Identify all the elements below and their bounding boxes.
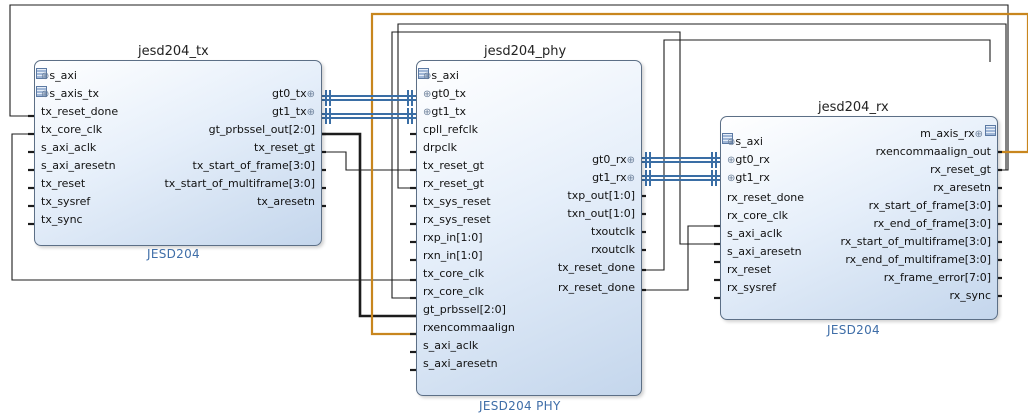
tx-port-s-axi-aresetn[interactable]: s_axi_aresetn [41, 159, 116, 172]
tx-port-s-axis-tx[interactable]: ⊕s_axis_tx [41, 87, 99, 100]
phy-port-s-axi[interactable]: ⊕s_axi [423, 69, 459, 82]
tx-port-tx-core-clk[interactable]: tx_core_clk [41, 123, 103, 136]
interface-icon [722, 133, 733, 144]
phy-port-txn-out[interactable]: txn_out[1:0] [567, 207, 635, 220]
tx-port-tx-reset[interactable]: tx_reset [41, 177, 86, 190]
phy-port-txoutclk[interactable]: txoutclk [591, 225, 635, 238]
net-phy-rx-reset-done [640, 225, 720, 291]
phy-port-s-axi-aclk[interactable]: s_axi_aclk [423, 339, 479, 352]
phy-port-s-axi-aresetn[interactable]: s_axi_aresetn [423, 357, 498, 370]
tx-port-tx-aresetn[interactable]: tx_aresetn [257, 195, 315, 208]
phy-port-rxn-in[interactable]: rxn_in[1:0] [423, 249, 483, 262]
tx-port-gt1-tx[interactable]: gt1_tx⊕ [271, 105, 315, 118]
tx-port-s-axi-aclk[interactable]: s_axi_aclk [41, 141, 97, 154]
rx-port-rx-sync[interactable]: rx_sync [949, 289, 992, 302]
phy-port-tx-reset-done[interactable]: tx_reset_done [557, 261, 635, 274]
interface-icon [36, 86, 47, 97]
phy-port-gt0-tx[interactable]: ⊕gt0_tx [423, 87, 467, 100]
rx-port-rx-core-clk[interactable]: rx_core_clk [727, 209, 789, 222]
rx-port-rx-end-of-multiframe[interactable]: rx_end_of_multiframe[3:0] [845, 253, 991, 266]
rx-port-gt0-rx[interactable]: ⊕gt0_rx [727, 153, 770, 166]
jesd204-tx-block[interactable]: ⊕s_axi ⊕s_axis_tx tx_reset_done tx_core_… [34, 60, 322, 261]
rx-port-rx-sysref[interactable]: rx_sysref [727, 281, 777, 294]
tx-block-subtitle: JESD204 [147, 247, 200, 261]
phy-port-rx-reset-gt[interactable]: rx_reset_gt [423, 177, 484, 190]
rx-port-gt1-rx[interactable]: ⊕gt1_rx [727, 171, 770, 184]
rx-port-rx-start-of-frame[interactable]: rx_start_of_frame[3:0] [868, 199, 991, 212]
rx-port-s-axi[interactable]: ⊕s_axi [727, 135, 763, 148]
phy-port-drpclk[interactable]: drpclk [423, 141, 457, 154]
tx-port-s-axi[interactable]: ⊕s_axi [41, 69, 77, 82]
phy-port-gt1-tx[interactable]: ⊕gt1_tx [423, 105, 467, 118]
rx-port-rx-start-of-multiframe[interactable]: rx_start_of_multiframe[3:0] [840, 235, 991, 248]
jesd204-phy-block[interactable]: ⊕s_axi ⊕gt0_tx ⊕gt1_tx cpll_refclk drpcl… [416, 60, 642, 413]
rx-port-rx-end-of-frame[interactable]: rx_end_of_frame[3:0] [873, 217, 991, 230]
phy-port-rx-reset-done[interactable]: rx_reset_done [557, 281, 635, 294]
phy-port-rx-core-clk[interactable]: rx_core_clk [423, 285, 485, 298]
tx-port-tx-start-of-frame[interactable]: tx_start_of_frame[3:0] [192, 159, 315, 172]
phy-port-gt-prbssel[interactable]: gt_prbssel[2:0] [423, 303, 506, 316]
net-rx-core-clk [391, 31, 720, 299]
rx-port-s-axi-aresetn[interactable]: s_axi_aresetn [727, 245, 802, 258]
phy-port-tx-sys-reset[interactable]: tx_sys_reset [423, 195, 491, 208]
jesd204-rx-block[interactable]: ⊕s_axi ⊕gt0_rx ⊕gt1_rx rx_reset_done rx_… [720, 116, 998, 337]
phy-port-tx-core-clk[interactable]: tx_core_clk [423, 267, 485, 280]
tx-block-title: jesd204_tx [138, 44, 209, 59]
rx-port-m-axis-rx[interactable]: m_axis_rx⊕ [920, 127, 983, 140]
tx-port-tx-start-of-multiframe[interactable]: tx_start_of_multiframe[3:0] [164, 177, 315, 190]
phy-port-rxoutclk[interactable]: rxoutclk [591, 243, 635, 256]
net-phy-tx-reset-done [640, 39, 991, 271]
rx-port-rx-reset-done[interactable]: rx_reset_done [727, 191, 805, 204]
rx-port-s-axi-aclk[interactable]: s_axi_aclk [727, 227, 783, 240]
phy-port-txp-out[interactable]: txp_out[1:0] [567, 189, 635, 202]
rx-port-rx-frame-error[interactable]: rx_frame_error[7:0] [883, 271, 991, 284]
rx-block-title: jesd204_rx [818, 100, 889, 115]
rx-block-subtitle: JESD204 [827, 323, 880, 337]
phy-block-title: jesd204_phy [484, 44, 567, 59]
tx-port-tx-sysref[interactable]: tx_sysref [41, 195, 91, 208]
rx-port-rx-aresetn[interactable]: rx_aresetn [933, 181, 991, 194]
tx-port-gt-prbssel-out[interactable]: gt_prbssel_out[2:0] [208, 123, 315, 136]
phy-port-gt1-rx[interactable]: gt1_rx⊕ [592, 171, 635, 184]
rx-port-rxencommaalign-out[interactable]: rxencommaalign_out [875, 145, 991, 158]
phy-port-cpll-refclk[interactable]: cpll_refclk [423, 123, 479, 136]
phy-block-subtitle: JESD204 PHY [479, 399, 561, 413]
rx-port-rx-reset[interactable]: rx_reset [727, 263, 772, 276]
net-rxencommaalign [370, 12, 1028, 336]
phy-port-rxencommaalign[interactable]: rxencommaalign [423, 321, 515, 334]
phy-port-gt0-rx[interactable]: gt0_rx⊕ [592, 153, 635, 166]
net-gt-prbssel [320, 132, 416, 318]
tx-port-tx-reset-done[interactable]: tx_reset_done [41, 105, 119, 118]
net-tx-reset-gt [320, 151, 416, 171]
tx-port-tx-sync[interactable]: tx_sync [41, 213, 83, 226]
interface-icon [985, 125, 996, 136]
phy-port-rxp-in[interactable]: rxp_in[1:0] [423, 231, 483, 244]
tx-port-gt0-tx[interactable]: gt0_tx⊕ [271, 87, 315, 100]
interface-icon [418, 68, 429, 79]
net-tx-core-clk [11, 133, 416, 281]
rx-port-rx-reset-gt[interactable]: rx_reset_gt [930, 163, 991, 176]
tx-port-tx-reset-gt[interactable]: tx_reset_gt [254, 141, 315, 154]
phy-port-tx-reset-gt[interactable]: tx_reset_gt [423, 159, 484, 172]
interface-icon [36, 68, 47, 79]
net-rx-reset-gt [397, 23, 1007, 189]
phy-port-rx-sys-reset[interactable]: rx_sys_reset [423, 213, 491, 226]
